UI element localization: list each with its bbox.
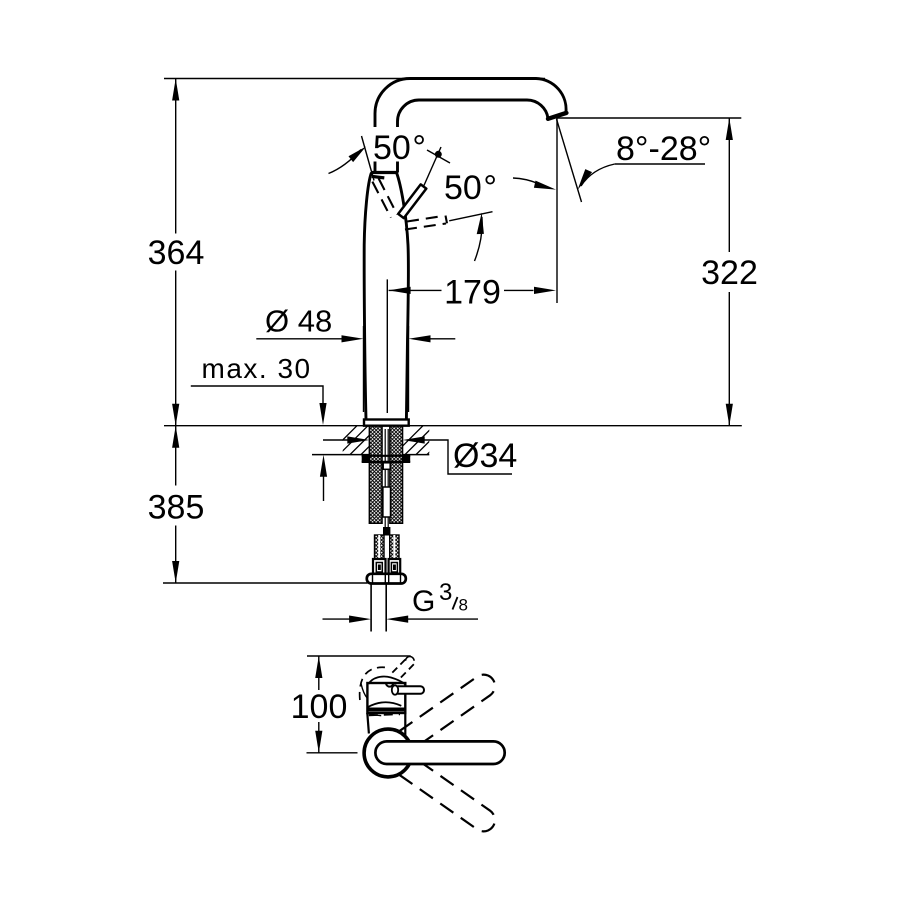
svg-text:50°: 50° bbox=[444, 169, 497, 207]
svg-text:8: 8 bbox=[459, 596, 468, 615]
svg-text:G: G bbox=[412, 585, 435, 618]
svg-text:3: 3 bbox=[439, 579, 452, 606]
svg-text:max. 30: max. 30 bbox=[202, 353, 312, 384]
svg-text:8°-28°: 8°-28° bbox=[616, 130, 711, 168]
svg-text:364: 364 bbox=[148, 234, 205, 272]
svg-text:Ø34: Ø34 bbox=[453, 437, 517, 475]
svg-text:Ø 48: Ø 48 bbox=[265, 304, 332, 339]
svg-text:50°: 50° bbox=[373, 129, 426, 167]
svg-text:385: 385 bbox=[148, 489, 205, 527]
svg-text:179: 179 bbox=[444, 274, 501, 312]
svg-text:322: 322 bbox=[701, 254, 758, 292]
svg-text:100: 100 bbox=[291, 688, 348, 726]
